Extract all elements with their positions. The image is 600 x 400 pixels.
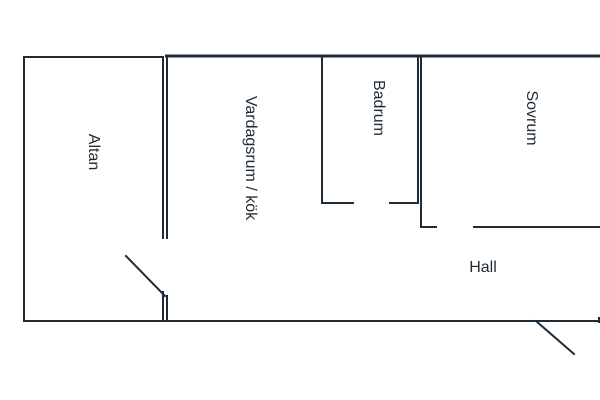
room-label-hall: Hall — [469, 259, 497, 276]
badrum-walls — [321, 55, 419, 204]
sovrum-walls — [420, 55, 600, 228]
room-label-sovrum: Sovrum — [523, 90, 540, 145]
room-label-altan: Altan — [85, 134, 102, 170]
room-label-badrum: Badrum — [370, 80, 387, 136]
entrance-door — [534, 319, 576, 356]
balcony-door — [124, 254, 167, 298]
altan-walls — [23, 56, 164, 322]
room-label-vardagsrum: Vardagsrum / kök — [242, 96, 259, 221]
balcony-partition — [162, 56, 168, 322]
